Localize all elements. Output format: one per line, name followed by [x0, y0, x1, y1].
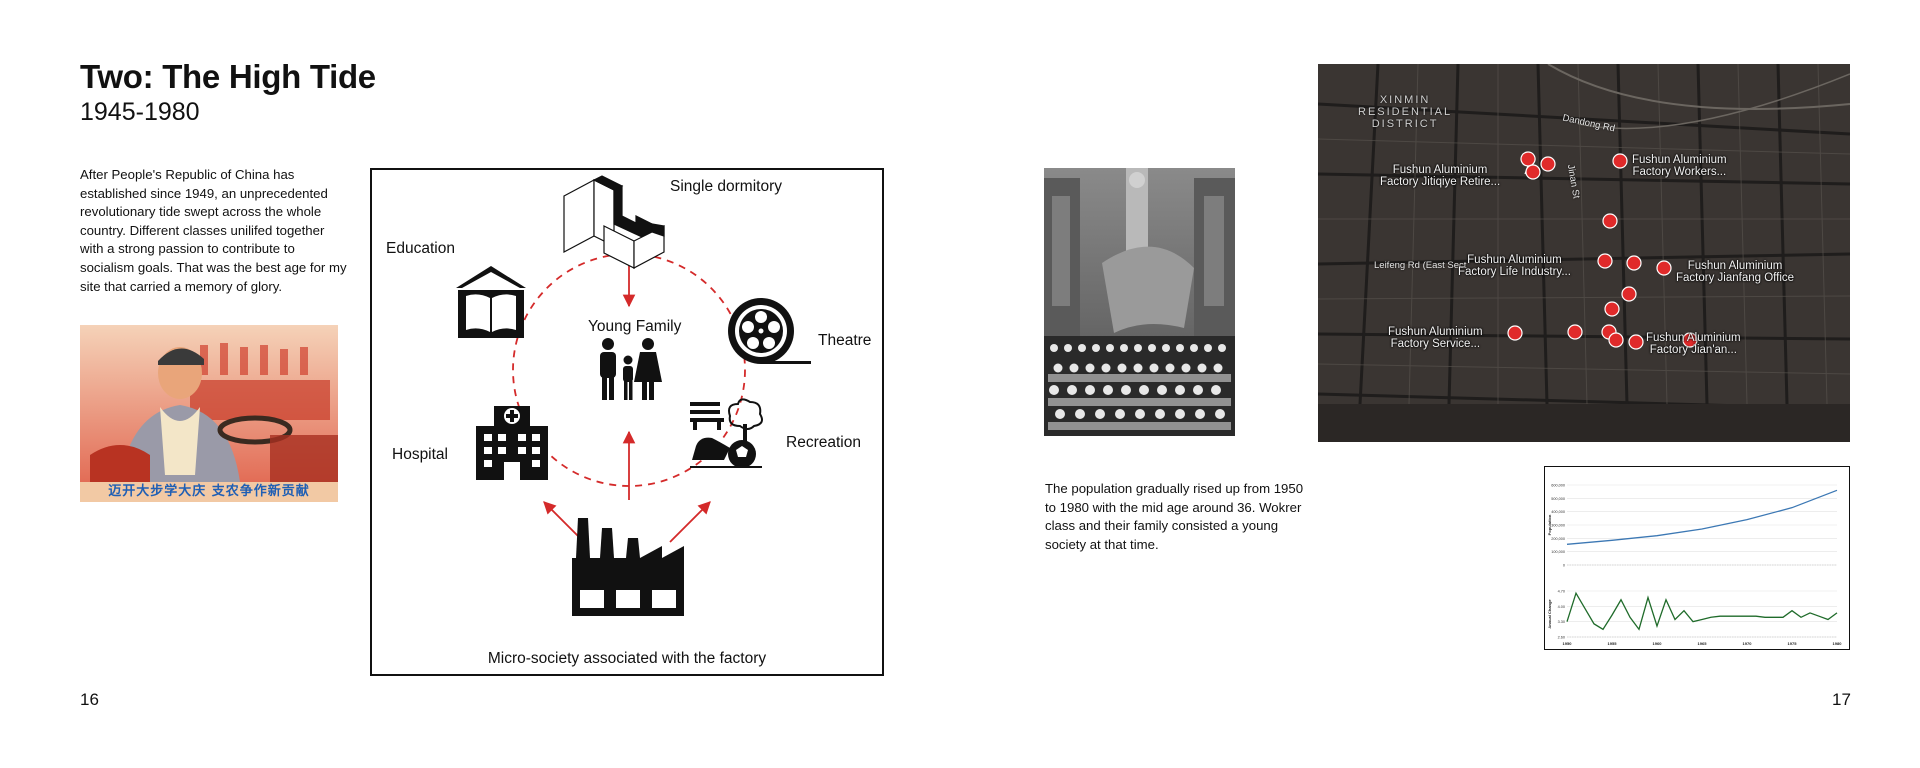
map-place-service[interactable]: Fushun Aluminium Factory Service... [1388, 326, 1483, 350]
pop-ytick-label: 300,000 [1551, 524, 1565, 528]
pop-ylabel: Population [1547, 514, 1552, 535]
pop-ytick-label: 600,000 [1551, 484, 1565, 488]
label-young-family: Young Family [588, 318, 682, 335]
pop-ytick-label: 200,000 [1551, 537, 1565, 541]
map-place-jianan[interactable]: Fushun Aluminium Factory Jian'an... [1646, 332, 1741, 356]
map-district-label: XINMIN RESIDENTIAL DISTRICT [1358, 94, 1453, 130]
hospital-icon [476, 406, 548, 480]
park-bench-tree-icon [690, 398, 763, 468]
arrow-factory-right [669, 501, 711, 543]
micro-society-diagram: Single dormitory Education Theatre Hospi… [370, 168, 884, 676]
group-photo-image [1044, 168, 1235, 436]
label-theatre: Theatre [818, 332, 872, 349]
chg-ytick-label: 4.70 [1558, 590, 1565, 594]
diagram-graphics [456, 175, 811, 616]
population-caption: The population gradually rised up from 1… [1045, 481, 1304, 552]
population-chart-svg: 0 100,000 200,000 300,000 400,000 500,000 600,… [1547, 484, 1843, 647]
pop-ytick-label: 0 [1563, 564, 1565, 568]
label-hospital: Hospital [392, 446, 448, 463]
page-subtitle: 1945-1980 [80, 98, 200, 126]
historic-group-photo [1044, 168, 1235, 436]
map-place-jitiqiye[interactable]: Fushun Aluminium Factory Jitiqiye Retire… [1380, 164, 1501, 188]
chg-ytick-label: 4.00 [1558, 605, 1565, 609]
road-label-leifeng: Leifeng Rd (East Sect [1374, 260, 1467, 271]
chg-series-line [1566, 591, 1838, 631]
page-number-left: 16 [80, 690, 99, 709]
family-icon [600, 338, 662, 400]
chg-ytick-label: 2.60 [1558, 636, 1565, 640]
dormitory-building-icon [563, 175, 665, 269]
poster-illustration [80, 325, 338, 502]
population-chart: 0 100,000 200,000 300,000 400,000 500,000 600,… [1544, 466, 1850, 650]
page-title: Two: The High Tide [80, 58, 376, 95]
xtick-label: 1955 [1608, 641, 1618, 646]
poster-slogan: 迈开大步学大庆 支农争作新贡献 [80, 482, 338, 502]
factory-site-map[interactable]: XINMIN RESIDENTIAL DISTRICT Dandong Rd L… [1318, 64, 1850, 442]
satellite-map-image [1318, 64, 1850, 442]
map-place-jianfang[interactable]: Fushun Aluminium Factory Jianfang Office [1676, 260, 1795, 284]
intro-paragraph: After People's Republic of China has est… [80, 167, 347, 294]
propaganda-poster: 迈开大步学大庆 支农争作新贡献 [80, 325, 338, 502]
label-education: Education [386, 240, 455, 257]
pop-ytick-label: 400,000 [1551, 510, 1565, 514]
pop-series-line [1566, 489, 1838, 545]
xtick-label: 1965 [1698, 641, 1708, 646]
label-recreation: Recreation [786, 434, 861, 451]
film-reel-icon [728, 298, 811, 364]
xtick-label: 1980 [1833, 641, 1843, 646]
chg-ylabel: Annual Change [1547, 599, 1552, 629]
map-place-life-industry[interactable]: Fushun Aluminium Factory Life Industry..… [1458, 254, 1571, 278]
xtick-label: 1960 [1653, 641, 1663, 646]
pop-ytick-label: 500,000 [1551, 497, 1565, 501]
book-school-icon [456, 266, 526, 338]
xtick-label: 1970 [1743, 641, 1753, 646]
page-number-right: 17 [1832, 690, 1851, 709]
map-place-workers[interactable]: Fushun Aluminium Factory Workers... [1632, 154, 1727, 178]
xtick-label: 1975 [1788, 641, 1798, 646]
chg-ytick-label: 3.30 [1558, 620, 1565, 624]
pop-ytick-label: 100,000 [1551, 550, 1565, 554]
diagram-caption: Micro-society associated with the factor… [487, 650, 767, 667]
factory-icon [572, 518, 684, 616]
label-single-dormitory: Single dormitory [670, 178, 782, 195]
xtick-label: 1950 [1563, 641, 1573, 646]
